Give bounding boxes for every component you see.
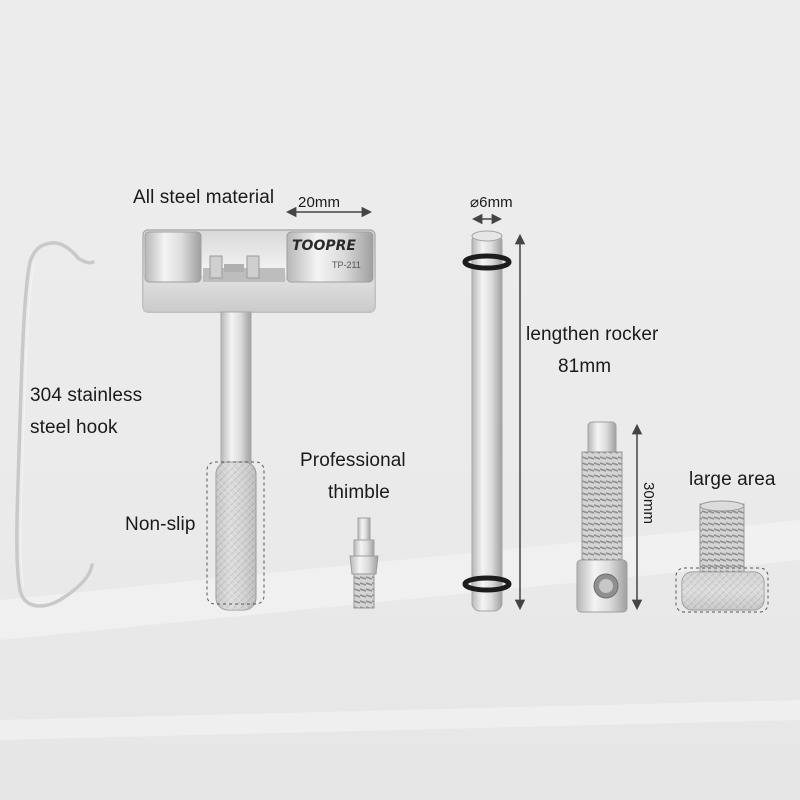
large-area-highlight: [675, 567, 769, 613]
label-professional: Professional: [300, 450, 406, 471]
label-hook-line1: 304 stainless: [30, 385, 143, 406]
label-height-30mm: 30mm: [640, 481, 658, 525]
label-lengthen-rocker: lengthen rocker: [526, 324, 659, 345]
chain-tool-head: [142, 229, 376, 313]
label-width-20mm: 20mm: [298, 194, 341, 211]
non-slip-highlight: [206, 461, 265, 605]
label-hook-line2: steel hook: [30, 417, 118, 438]
lengthen-rocker-rod: [462, 230, 512, 612]
chain-tool-handle: [215, 311, 257, 611]
stainless-steel-hook: [15, 241, 95, 608]
label-large-area: large area: [689, 469, 776, 490]
label-non-slip: Non-slip: [125, 514, 196, 535]
thimble-pin: [349, 517, 379, 609]
background-shadows: [0, 520, 800, 740]
label-thimble: thimble: [328, 482, 390, 503]
knurled-knob: [681, 500, 765, 611]
label-rocker-length: 81mm: [558, 356, 612, 377]
brand-logo: TOOPRE: [292, 238, 356, 254]
model-number: TP-211: [332, 260, 361, 270]
label-all-steel-material: All steel material: [133, 187, 275, 208]
label-diameter-6mm: ⌀6mm: [470, 194, 513, 211]
threaded-bolt: [576, 421, 628, 613]
